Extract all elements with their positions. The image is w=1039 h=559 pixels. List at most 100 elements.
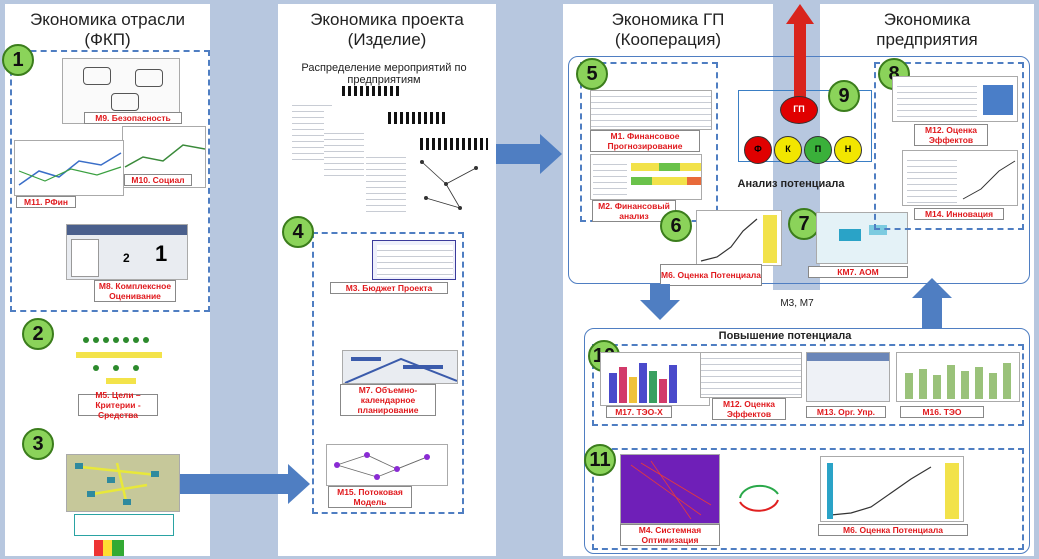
caption-m12a: М12. Оценка Эффектов — [914, 124, 988, 146]
thumbnail-m11 — [14, 140, 124, 196]
potential-increase-panel — [584, 328, 1030, 554]
caption-m2: М2. Финансовый анализ — [592, 200, 676, 222]
doc-lines — [897, 81, 977, 117]
distribution-title: Распределение мероприятий по предприятия… — [301, 62, 467, 86]
caption-m6a: М6. Оценка Потенциала — [660, 264, 762, 286]
caption-m17: М17. ТЭО-Х — [606, 406, 672, 418]
node-p: П — [804, 136, 832, 164]
chart-block — [983, 85, 1013, 115]
thumb-number-2: 2 — [123, 251, 130, 265]
flow-network-icon — [334, 452, 430, 480]
caption-m10: М10. Социал — [124, 174, 192, 186]
column-industry-title: Экономика отрасли (ФКП) — [29, 10, 185, 49]
caption-m15: М15. Потоковая Модель — [328, 486, 412, 508]
thumbnail-m4 — [620, 454, 720, 524]
thumbnail-m2 — [590, 154, 702, 200]
thumbnail-m7 — [342, 350, 458, 384]
diagram-box-icon — [83, 67, 111, 85]
table-thumb-3 — [366, 136, 492, 216]
arrow-right-head-icon — [540, 134, 562, 174]
line-chart-icon — [700, 215, 777, 263]
number-badge-7: 7 — [788, 208, 820, 240]
heat-row — [631, 177, 701, 185]
doc-lines — [593, 159, 627, 197]
line-chart-icon — [827, 463, 959, 519]
caption-m4: М4. Системная Оптимизация — [620, 524, 720, 546]
group-8-box — [874, 62, 1024, 230]
arrow-up-icon — [922, 296, 942, 328]
caption-m12b: М12. Оценка Эффектов — [712, 398, 786, 420]
caption-m1: М1. Финансовое Прогнозирование — [590, 130, 700, 152]
line-chart-icon — [124, 144, 205, 168]
node-n: Н — [834, 136, 862, 164]
up-arrow-shaft — [794, 20, 806, 98]
doc-lines — [377, 245, 453, 277]
caption-m13: М13. Орг. Упр. — [806, 406, 886, 418]
group-11-box — [592, 448, 1024, 550]
thumbnail-m3 — [372, 240, 456, 280]
graph-icon — [420, 160, 478, 210]
gantt-icon — [344, 357, 457, 383]
network-diagram-icon — [75, 462, 159, 506]
window-titlebar — [807, 353, 889, 361]
thumbnail-3 — [66, 454, 180, 512]
bar-chart-icon — [905, 363, 1011, 399]
table-lines — [366, 152, 406, 214]
thumbnail-m12b — [700, 352, 802, 398]
arrow-right-icon — [180, 474, 290, 494]
thumbnail-m6b — [820, 456, 964, 522]
goal-tree-icon — [76, 337, 162, 384]
number-badge-1: 1 — [2, 44, 34, 76]
thumbnail-m16 — [896, 352, 1020, 402]
thumbnail-m1 — [590, 90, 712, 130]
thumbnail-m14 — [902, 150, 1018, 206]
arrow-down-icon — [650, 284, 670, 302]
caption-m7: М7. Объемно-календарное планирование — [340, 384, 436, 416]
caption-m6b: М6. Оценка Потенциала — [818, 524, 968, 536]
table-header-bar — [342, 86, 400, 96]
thumbnail-m13 — [806, 352, 890, 402]
arrow-right-head-icon — [288, 464, 310, 504]
group-4-box — [312, 232, 464, 514]
caption-km7: КМ7. АОМ — [808, 266, 908, 278]
number-badge-6: 6 — [660, 210, 692, 242]
node-f: Ф — [744, 136, 772, 164]
number-badge-4: 4 — [282, 216, 314, 248]
number-badge-3: 3 — [22, 428, 54, 460]
heat-row — [631, 163, 701, 171]
column-enterprise-title: Экономика предприятия — [876, 10, 978, 49]
arrow-down-head-icon — [640, 300, 680, 320]
potential-increase-label: Повышение потенциала — [718, 330, 852, 342]
table-lines — [324, 128, 364, 178]
number-badge-5: 5 — [576, 58, 608, 90]
caption-m5: М5. Цели – Критерии - Средства — [78, 390, 158, 420]
diagram-box-icon — [111, 93, 139, 111]
stacked-bar-icon — [609, 363, 677, 403]
thumb-toolbar — [67, 225, 187, 235]
caption-m16: М16. ТЭО — [900, 406, 984, 418]
thumbnail-3b — [74, 514, 174, 536]
caption-m11: М11. РФин — [16, 196, 76, 208]
thumbnail-m6a — [696, 210, 782, 266]
group-10-box — [592, 344, 1024, 426]
table-header-bar — [388, 112, 448, 124]
number-badge-11: 11 — [584, 444, 616, 476]
thumbnail-m8: 2 1 — [66, 224, 188, 280]
thumb-panel — [71, 239, 99, 277]
column-cooperation-title: Экономика ГП (Кооперация) — [611, 10, 725, 49]
caption-m3: М3. Бюджет Проекта — [330, 282, 448, 294]
column-project-title: Экономика проекта (Изделие) — [310, 10, 464, 49]
diagram-box-icon — [135, 69, 163, 87]
line-chart-icon — [18, 152, 122, 186]
table-header-bar — [420, 138, 488, 150]
m3-m7-label: М3, М7 — [780, 298, 814, 309]
arrow-up-head-icon — [912, 278, 952, 298]
node-k: К — [774, 136, 802, 164]
arrow-right-icon — [496, 144, 542, 164]
potential-analysis-label: Анализ потенциала — [737, 178, 845, 190]
number-badge-9: 9 — [828, 80, 860, 112]
line-chart-icon — [962, 160, 1016, 200]
doc-lines — [907, 155, 957, 203]
thumbnail-km7 — [816, 212, 908, 264]
thumbnail-m15 — [326, 444, 448, 486]
